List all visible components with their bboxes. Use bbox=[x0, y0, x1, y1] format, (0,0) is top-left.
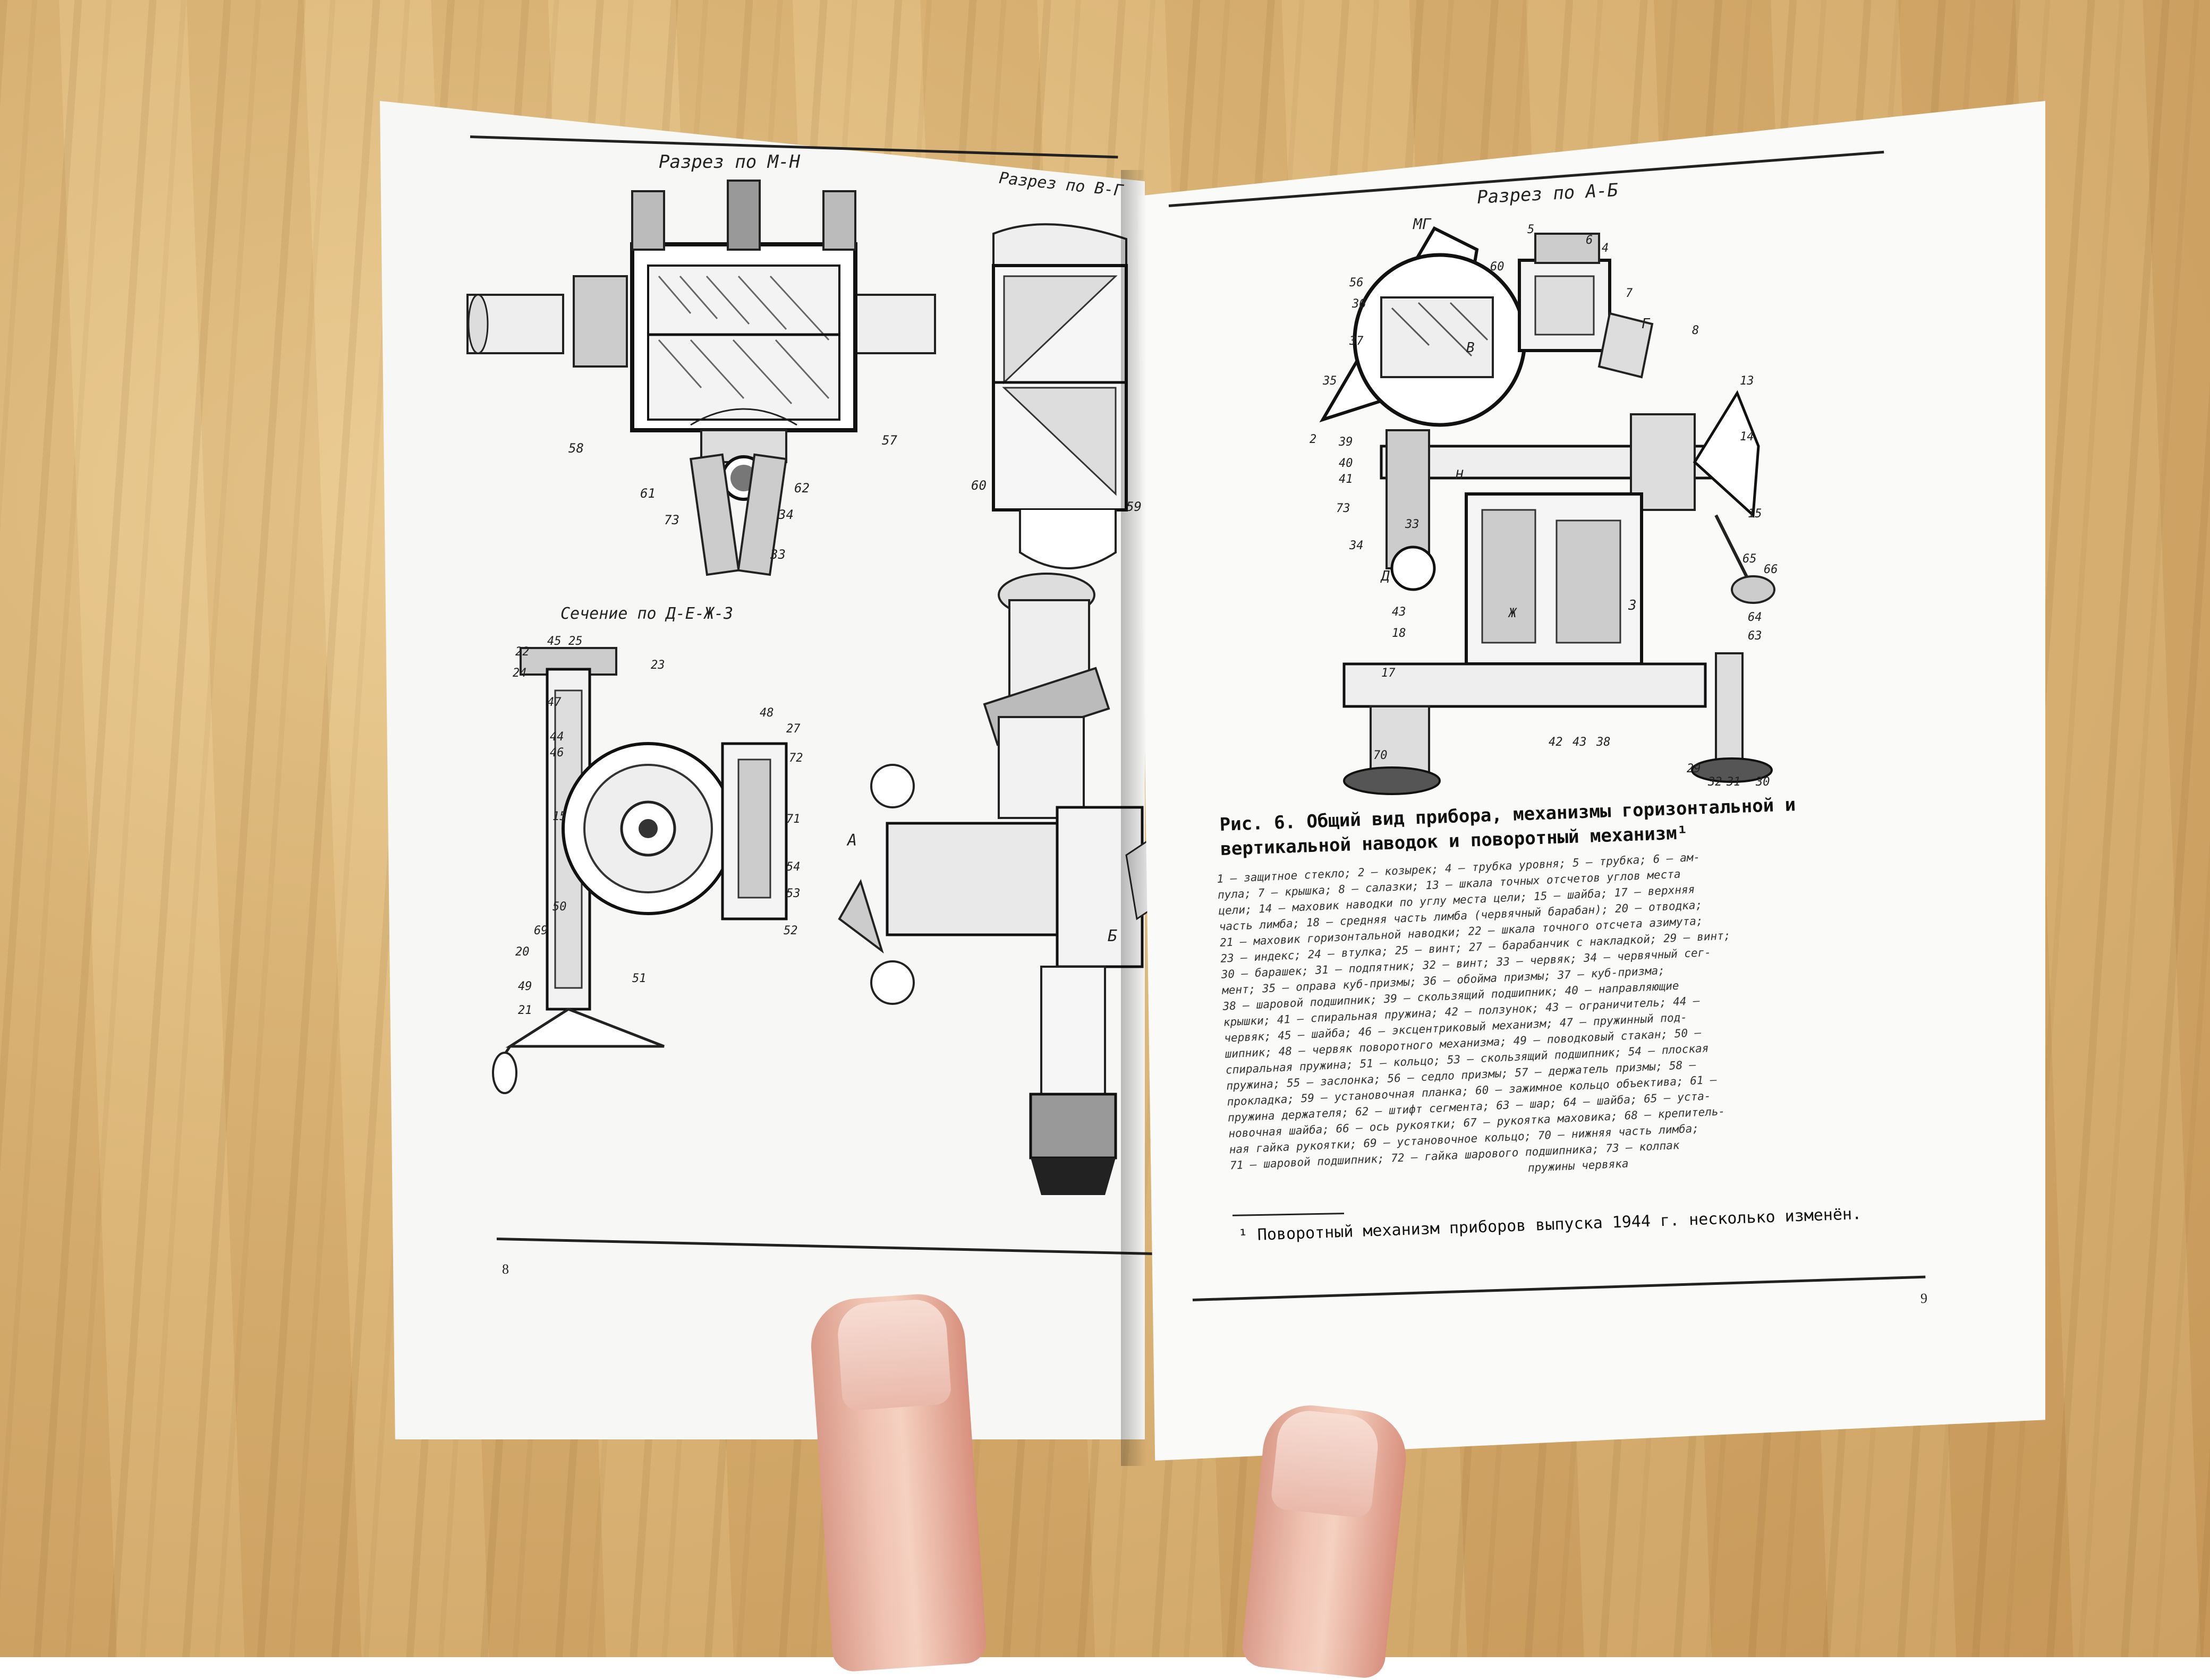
label-27: 27 bbox=[786, 722, 801, 736]
label-A: A bbox=[847, 831, 857, 850]
label-B: Б bbox=[1108, 927, 1118, 945]
label-22: 22 bbox=[515, 645, 530, 659]
label-57: 57 bbox=[882, 433, 897, 448]
section-ab-drawing bbox=[1319, 226, 1775, 795]
section-dezz-title: Сечение по Д-Е-Ж-З bbox=[560, 604, 734, 623]
label-29: 29 bbox=[1687, 762, 1701, 775]
label-25: 25 bbox=[568, 635, 583, 648]
label-14: 14 bbox=[1740, 430, 1754, 444]
label-59: 59 bbox=[1126, 499, 1142, 514]
instrument-view-drawing bbox=[838, 573, 1170, 1195]
label-40: 40 bbox=[1339, 457, 1353, 470]
right-page-number: 9 bbox=[1920, 1291, 1927, 1306]
label-31: 31 bbox=[1727, 775, 1741, 789]
label-69: 69 bbox=[534, 924, 548, 937]
label-23: 23 bbox=[651, 659, 665, 672]
label-62: 62 bbox=[794, 481, 810, 496]
label-8: 8 bbox=[1692, 324, 1699, 337]
label-49: 49 bbox=[518, 980, 532, 993]
label-13: 13 bbox=[1740, 374, 1754, 388]
label-47: 47 bbox=[547, 696, 562, 709]
label-56: 56 bbox=[1349, 276, 1364, 289]
label-24: 24 bbox=[513, 667, 527, 680]
label-66: 66 bbox=[1764, 563, 1778, 576]
label-73r: 73 bbox=[1336, 502, 1350, 515]
label-32: 32 bbox=[1708, 775, 1722, 789]
label-65: 65 bbox=[1742, 552, 1757, 566]
label-45: 45 bbox=[547, 635, 562, 648]
label-73: 73 bbox=[664, 513, 679, 527]
label-71: 71 bbox=[786, 813, 801, 826]
label-20: 20 bbox=[515, 945, 530, 959]
label-36: 36 bbox=[1352, 297, 1366, 311]
label-54: 54 bbox=[786, 860, 801, 874]
label-60r: 60 bbox=[1490, 260, 1504, 274]
label-58: 58 bbox=[568, 441, 584, 456]
label-38: 38 bbox=[1596, 736, 1611, 749]
label-44: 44 bbox=[550, 730, 564, 744]
label-15: 15 bbox=[552, 810, 567, 823]
label-34r: 34 bbox=[1349, 539, 1364, 552]
label-15r: 15 bbox=[1748, 507, 1762, 521]
label-6: 6 bbox=[1586, 234, 1593, 247]
label-37: 37 bbox=[1349, 335, 1364, 348]
label-21: 21 bbox=[518, 1004, 532, 1017]
label-D: Д bbox=[1381, 568, 1390, 584]
label-53: 53 bbox=[786, 887, 801, 900]
label-2: 2 bbox=[1310, 433, 1317, 446]
label-64: 64 bbox=[1748, 611, 1762, 624]
page-gutter-shadow bbox=[1121, 170, 1163, 1466]
label-39: 39 bbox=[1339, 436, 1353, 449]
label-43: 43 bbox=[1392, 606, 1406, 619]
label-34: 34 bbox=[778, 507, 794, 522]
label-7: 7 bbox=[1626, 287, 1633, 300]
label-42: 42 bbox=[1549, 736, 1563, 749]
label-Z: З bbox=[1628, 598, 1637, 613]
parts-legend: 1 — защитное стекло; 2 — козырек; 4 — тр… bbox=[1217, 839, 1948, 1190]
label-Zh: Ж bbox=[1509, 606, 1517, 620]
label-43b: 43 bbox=[1572, 736, 1587, 749]
right-fingernail bbox=[1270, 1408, 1381, 1519]
label-33: 33 bbox=[770, 547, 786, 562]
label-N: Н bbox=[1456, 467, 1464, 482]
section-vg-drawing bbox=[992, 223, 1128, 569]
label-46: 46 bbox=[550, 746, 564, 760]
label-33r: 33 bbox=[1405, 518, 1420, 531]
label-MG: МГ bbox=[1413, 215, 1431, 233]
label-50: 50 bbox=[552, 900, 567, 914]
label-63: 63 bbox=[1748, 629, 1762, 643]
label-41: 41 bbox=[1339, 473, 1353, 486]
label-30: 30 bbox=[1756, 775, 1770, 789]
label-61: 61 bbox=[640, 486, 656, 501]
section-mn-title: Разрез по М-Н bbox=[659, 151, 801, 173]
label-G: Г bbox=[1642, 316, 1650, 332]
left-fingernail bbox=[836, 1298, 952, 1411]
label-35: 35 bbox=[1323, 374, 1337, 388]
label-4: 4 bbox=[1602, 242, 1609, 255]
label-18: 18 bbox=[1392, 627, 1406, 640]
label-70: 70 bbox=[1373, 749, 1388, 762]
left-page-number: 8 bbox=[502, 1261, 509, 1277]
label-48: 48 bbox=[760, 706, 774, 720]
section-mn-drawing bbox=[466, 180, 936, 576]
label-V: В bbox=[1466, 340, 1475, 356]
label-60: 60 bbox=[971, 478, 987, 493]
label-52: 52 bbox=[784, 924, 798, 937]
label-72: 72 bbox=[789, 752, 803, 765]
label-51: 51 bbox=[632, 972, 647, 985]
section-dezz-drawing bbox=[492, 647, 788, 1094]
label-17: 17 bbox=[1381, 667, 1396, 680]
label-5: 5 bbox=[1527, 223, 1535, 236]
